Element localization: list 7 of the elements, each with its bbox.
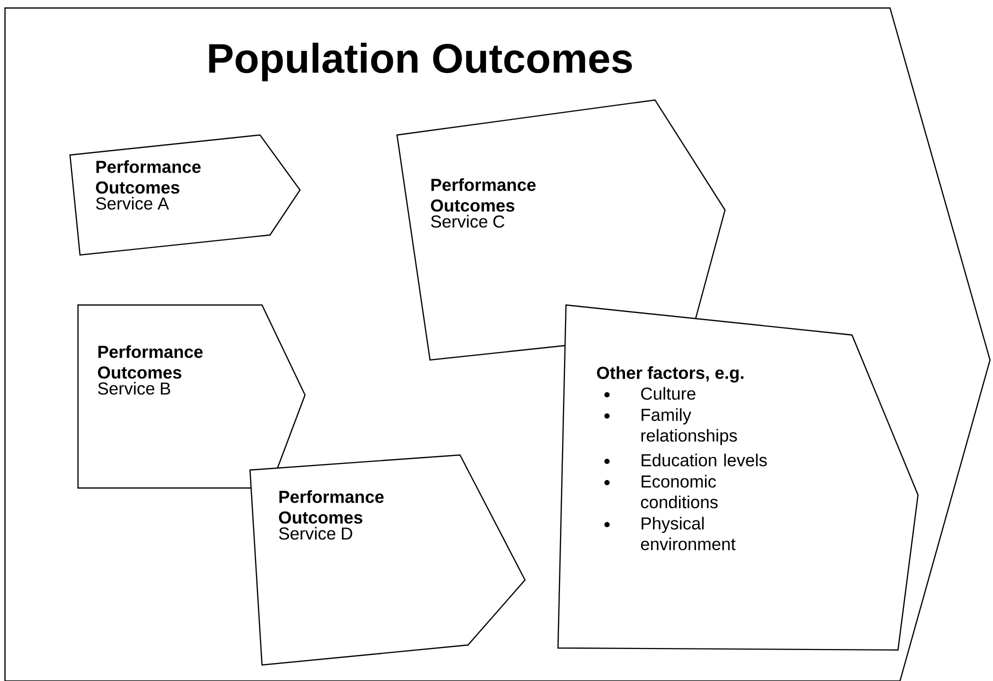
pentagon-box: Performance Outcomes Service A xyxy=(69,134,301,256)
pentagon-box: Performance Outcomes Service B xyxy=(77,304,306,489)
pentagon-box: Performance Outcomes Service C xyxy=(396,99,726,361)
node-label: Service D xyxy=(279,526,352,540)
pentagon-box: Performance Outcomes Service D xyxy=(249,454,526,666)
pentagon-box: Other factors, e.g. Culture Family relationships Education levels Economic conditions Physical environment xyxy=(557,304,919,651)
node-label: Performance Outcomes xyxy=(278,490,384,524)
